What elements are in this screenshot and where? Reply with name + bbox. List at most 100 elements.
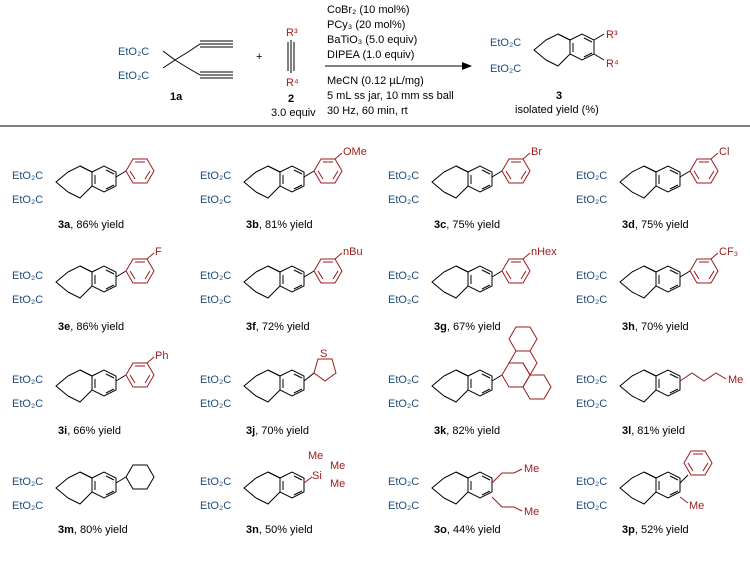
condition-4: DIPEA (1.0 equiv) [327, 49, 414, 61]
product-caption: isolated yield (%) [515, 104, 599, 116]
substituent-label: nHex [531, 246, 557, 258]
condition-7: 30 Hz, 60 min, rt [327, 105, 408, 117]
product-caption: 3o, 44% yield [434, 524, 501, 536]
ester-top: EtO₂C [200, 170, 231, 182]
ester-bottom: EtO₂C [200, 294, 231, 306]
ester-bottom: EtO₂C [388, 500, 419, 512]
ester-bottom: EtO₂C [576, 500, 607, 512]
reagent-2-label: 2 [288, 93, 294, 105]
ester-top: EtO₂C [576, 374, 607, 386]
r3-label: R³ [286, 27, 298, 39]
ester-bottom: EtO₂C [12, 500, 43, 512]
ester-bottom: EtO₂C [576, 194, 607, 206]
ester-top: EtO₂C [12, 374, 43, 386]
product-3i: EtO₂C EtO₂C Ph 3i, 66% yield [12, 350, 168, 437]
substituent-label: Ph [155, 350, 168, 362]
product-caption: 3g, 67% yield [434, 321, 501, 333]
condition-3: BaTiO₃ (5.0 equiv) [327, 34, 417, 46]
reagent-2: R³ R⁴ 2 3.0 equiv [271, 27, 316, 119]
product-ester-bottom: EtO₂C [490, 63, 521, 75]
tms-me-1: Me [308, 450, 323, 462]
substituent-label: nBu [343, 246, 363, 258]
product-caption: 3l, 81% yield [622, 425, 685, 437]
product-caption: 3p, 52% yield [622, 524, 689, 536]
product-caption: 3e, 86% yield [58, 321, 124, 333]
me-label: Me [728, 374, 743, 386]
conditions: CoBr₂ (10 mol%) PCy₃ (20 mol%) BaTiO₃ (5… [325, 4, 472, 117]
substituent-label: Br [531, 146, 542, 158]
ester-top: EtO₂C [200, 476, 231, 488]
product-caption: 3h, 70% yield [622, 321, 689, 333]
condition-5: MeCN (0.12 µL/mg) [327, 75, 424, 87]
reagent-2-equiv: 3.0 equiv [271, 107, 316, 119]
product-3g: EtO₂C EtO₂C nHex 3g, 67% yield [388, 246, 557, 333]
ester-bottom: EtO₂C [388, 294, 419, 306]
product-ester-top: EtO₂C [490, 37, 521, 49]
reagent-1a-ester-top: EtO₂C [118, 46, 149, 58]
product-caption: 3f, 72% yield [246, 321, 310, 333]
product-r3: R³ [606, 29, 618, 41]
ester-top: EtO₂C [576, 170, 607, 182]
ester-top: EtO₂C [576, 476, 607, 488]
r4-label: R⁴ [286, 77, 299, 89]
me-label-1: Me [524, 463, 539, 475]
reagent-1a: EtO₂C EtO₂C 1a [118, 40, 233, 103]
plus-sign: + [256, 51, 262, 63]
product-caption: 3c, 75% yield [434, 219, 500, 231]
tms-me-2: Me [330, 460, 345, 472]
product-caption: 3n, 50% yield [246, 524, 313, 536]
me-label-2: Me [524, 506, 539, 518]
product-3j: EtO₂C EtO₂C S 3j, 70% yield [200, 348, 337, 437]
condition-6: 5 mL ss jar, 10 mm ss ball [327, 90, 454, 102]
ester-top: EtO₂C [576, 270, 607, 282]
product-3f: EtO₂C EtO₂C nBu 3f, 72% yield [200, 246, 363, 333]
substituent-label: OMe [343, 146, 367, 158]
product-caption: 3j, 70% yield [246, 425, 309, 437]
ester-top: EtO₂C [388, 170, 419, 182]
product-caption: 3d, 75% yield [622, 219, 689, 231]
ester-top: EtO₂C [12, 170, 43, 182]
reagent-1a-ester-bottom: EtO₂C [118, 70, 149, 82]
substituent-label: CF₃ [719, 246, 738, 258]
ester-bottom: EtO₂C [12, 398, 43, 410]
ester-top: EtO₂C [200, 374, 231, 386]
me-label: Me [689, 500, 704, 512]
product-caption: 3b, 81% yield [246, 219, 313, 231]
substituent-label: Cl [719, 146, 729, 158]
condition-2: PCy₃ (20 mol%) [327, 19, 405, 31]
ester-bottom: EtO₂C [388, 194, 419, 206]
thiophene-s: S [320, 348, 327, 360]
product-caption: 3m, 80% yield [58, 524, 128, 536]
ester-bottom: EtO₂C [576, 398, 607, 410]
product-3d: EtO₂C EtO₂C Cl 3d, 75% yield [576, 146, 729, 231]
ester-top: EtO₂C [388, 476, 419, 488]
product-r4: R⁴ [606, 58, 619, 70]
ester-top: EtO₂C [200, 270, 231, 282]
tms-me-3: Me [330, 478, 345, 490]
ester-top: EtO₂C [12, 476, 43, 488]
reagent-1a-label: 1a [170, 91, 183, 103]
product-3-general: EtO₂C EtO₂C R³ R⁴ 3 isolated yield (%) [490, 29, 619, 116]
ester-bottom: EtO₂C [388, 398, 419, 410]
condition-1: CoBr₂ (10 mol%) [327, 4, 410, 16]
ester-bottom: EtO₂C [576, 294, 607, 306]
ester-bottom: EtO₂C [200, 398, 231, 410]
product-3l: EtO₂C EtO₂C Me 3l, 81% yield [576, 369, 743, 437]
ester-top: EtO₂C [12, 270, 43, 282]
product-3h: EtO₂C EtO₂C CF₃ 3h, 70% yield [576, 246, 738, 333]
ester-top: EtO₂C [388, 374, 419, 386]
ester-bottom: EtO₂C [12, 194, 43, 206]
product-label: 3 [556, 90, 562, 102]
product-3m: EtO₂C EtO₂C 3m, 80% yield [12, 464, 155, 536]
product-caption: 3i, 66% yield [58, 425, 121, 437]
ester-bottom: EtO₂C [200, 500, 231, 512]
ester-top: EtO₂C [388, 270, 419, 282]
substituent-label: F [155, 246, 162, 258]
